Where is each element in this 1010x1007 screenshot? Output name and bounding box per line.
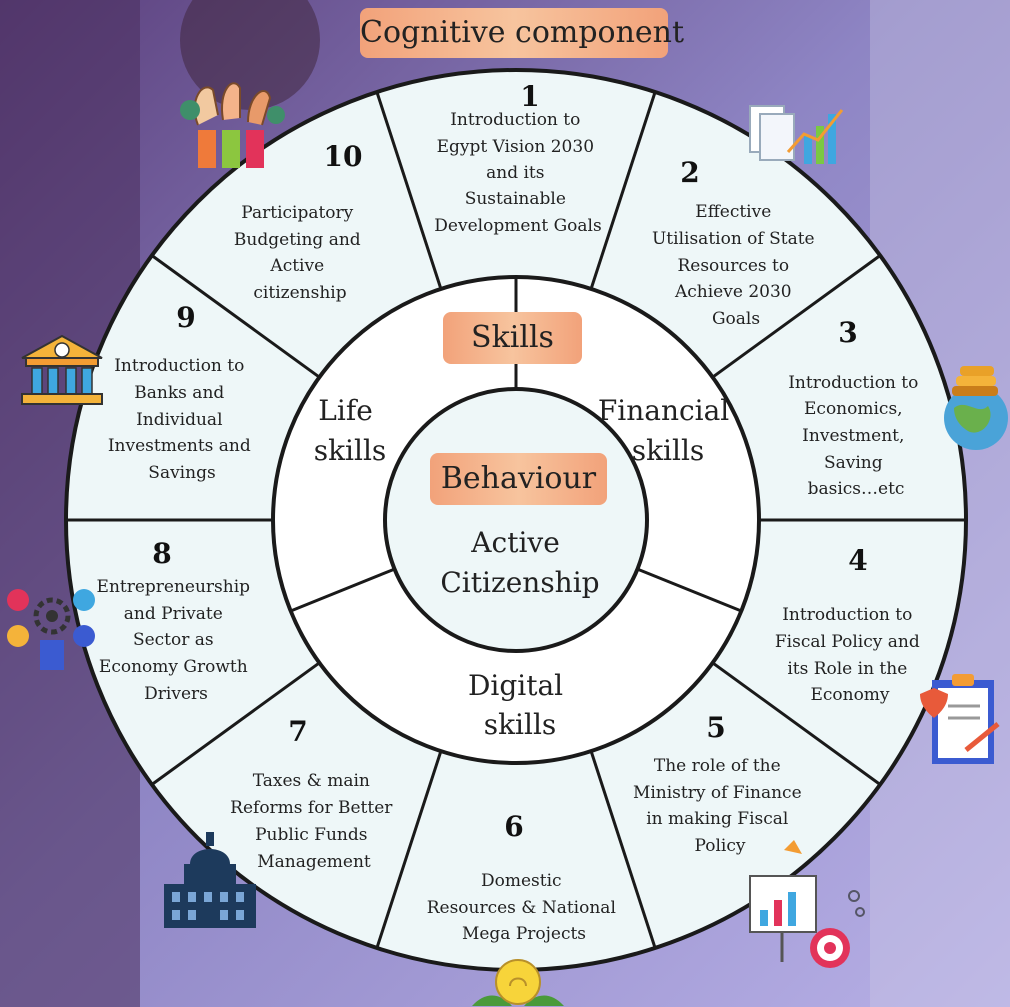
segment-9-number: 9 bbox=[176, 301, 195, 334]
segment-8-number: 8 bbox=[152, 537, 171, 570]
segment-1-number: 1 bbox=[520, 80, 539, 113]
center-text: Active Citizenship bbox=[440, 526, 599, 599]
segment-divider bbox=[151, 254, 321, 379]
segment-3-number: 3 bbox=[838, 316, 857, 349]
government-building-icon bbox=[164, 832, 256, 928]
business-cycle-icon bbox=[7, 589, 95, 670]
segment-10-number: 10 bbox=[324, 140, 363, 173]
bank-icon bbox=[21, 334, 103, 405]
raised-hands-icon bbox=[180, 82, 285, 168]
globe-coins-icon bbox=[944, 366, 1008, 450]
presentation-target-icon bbox=[749, 840, 865, 968]
segment-divider bbox=[375, 750, 443, 949]
segment-9-text: Introduction to Banks and Individual Inv… bbox=[108, 356, 256, 483]
segment-2-text: Effective Utilisation of State Resources… bbox=[652, 202, 820, 329]
segment-5-text: The role of the Ministry of Finance in m… bbox=[633, 756, 807, 856]
segment-divider bbox=[151, 661, 321, 786]
digital-skills-label: Digital skills bbox=[468, 669, 572, 741]
segment-4-text: Introduction to Fiscal Policy and its Ro… bbox=[775, 605, 925, 705]
segment-3-text: Introduction to Economics, Investment, S… bbox=[788, 373, 924, 499]
segment-1-text: Introduction to Egypt Vision 2030 and it… bbox=[434, 110, 601, 236]
segment-divider bbox=[711, 254, 881, 379]
behaviour-pill: Behaviour bbox=[430, 453, 607, 505]
segment-divider bbox=[711, 661, 881, 786]
segment-divider bbox=[589, 750, 657, 949]
clipboard-pen-icon bbox=[920, 674, 1000, 764]
segment-dividers bbox=[66, 91, 966, 949]
segment-5-number: 5 bbox=[706, 711, 725, 744]
segment-7-number: 7 bbox=[288, 715, 307, 748]
segment-divider bbox=[589, 91, 657, 290]
title-pill: Cognitive component bbox=[360, 8, 684, 58]
lightbulb-icon bbox=[472, 959, 564, 1006]
life-skills-label: Life skills bbox=[314, 394, 387, 467]
skill-divider bbox=[636, 567, 742, 613]
financial-skills-label: Financial skills bbox=[598, 394, 738, 467]
segment-8-text: Entrepreneurship and Private Sector as E… bbox=[97, 577, 256, 704]
skill-divider bbox=[290, 567, 396, 613]
segment-10-text: Participatory Budgeting and Active citiz… bbox=[234, 203, 366, 303]
segment-divider bbox=[375, 91, 443, 290]
segment-6-text: Domestic Resources & National Mega Proje… bbox=[427, 871, 622, 944]
segment-4-number: 4 bbox=[848, 544, 867, 577]
segment-2-number: 2 bbox=[680, 156, 699, 189]
segment-7-text: Taxes & main Reforms for Better Public F… bbox=[230, 771, 398, 872]
skills-pill: Skills bbox=[443, 312, 582, 364]
segment-6-number: 6 bbox=[504, 810, 523, 843]
documents-chart-icon bbox=[749, 105, 844, 164]
behaviour-circle bbox=[383, 387, 649, 653]
